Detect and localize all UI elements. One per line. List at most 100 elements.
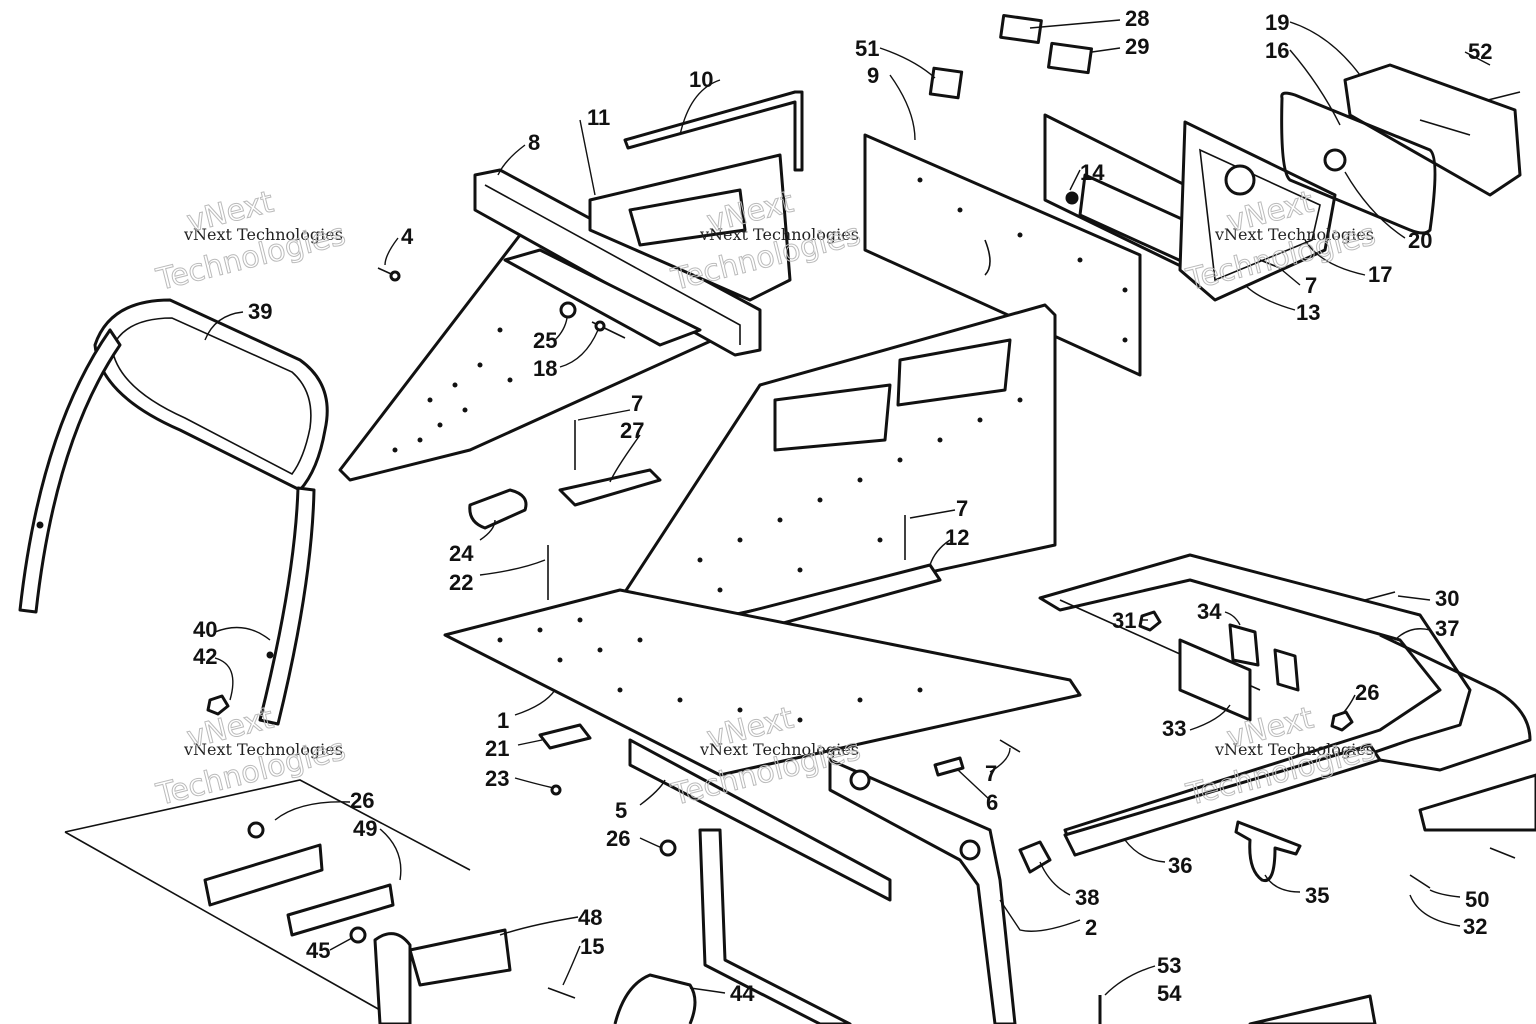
bracket-48 — [203, 843, 324, 907]
watermark-4-small: vNext Technologies — [183, 740, 343, 759]
callout-7-low: 7 — [985, 761, 997, 786]
rear-body-shell — [1379, 633, 1536, 832]
screw-52 — [1487, 91, 1521, 101]
leader-lines — [204, 19, 1491, 996]
slider-21 — [538, 723, 592, 750]
callout-40: 40 — [193, 617, 217, 642]
screw-7-right — [1259, 259, 1281, 269]
panel-54 — [1248, 994, 1377, 1024]
callout-36: 36 — [1168, 853, 1192, 878]
callout-27: 27 — [620, 418, 644, 443]
nut-42 — [206, 694, 230, 716]
callout-9: 9 — [867, 63, 879, 88]
callout-20: 20 — [1408, 228, 1432, 253]
callout-14: 14 — [1080, 160, 1105, 185]
callout-52: 52 — [1468, 39, 1492, 64]
callout-37: 37 — [1435, 616, 1459, 641]
watermark-1-small: vNext Technologies — [183, 225, 343, 244]
decal-29 — [1047, 41, 1093, 75]
callout-35: 35 — [1305, 883, 1329, 908]
callout-labels: 1 2 4 5 6 7 7 7 7 8 9 10 11 12 13 14 15 … — [193, 6, 1492, 1006]
screw-32 — [1409, 874, 1431, 889]
callout-10: 10 — [689, 67, 713, 92]
callout-51: 51 — [855, 36, 879, 61]
callout-21: 21 — [485, 736, 509, 761]
vented-panel — [588, 153, 792, 302]
callout-44: 44 — [730, 981, 755, 1006]
callout-16: 16 — [1265, 38, 1289, 63]
callout-25: 25 — [533, 328, 557, 353]
backrest-frame — [18, 328, 316, 726]
backrest-pad — [93, 298, 329, 492]
callout-12: 12 — [945, 525, 969, 550]
callout-22: 22 — [449, 570, 473, 595]
nut-31 — [1138, 610, 1162, 632]
callout-11: 11 — [587, 105, 610, 130]
callout-42: 42 — [193, 644, 217, 669]
handle-44 — [613, 973, 697, 1024]
callout-6: 6 — [986, 790, 998, 815]
callout-1: 1 — [497, 708, 509, 733]
trim-strip — [623, 90, 804, 172]
screw-50 — [1489, 847, 1516, 859]
callout-23: 23 — [485, 766, 509, 791]
side-plate — [608, 303, 1057, 637]
callout-48: 48 — [578, 905, 602, 930]
floor-panel — [443, 588, 1082, 777]
screw-15 — [547, 987, 576, 999]
callout-5: 5 — [615, 798, 627, 823]
callout-26-right: 26 — [1355, 680, 1379, 705]
main-frame — [828, 758, 1017, 1024]
lower-left-floor-outline — [64, 779, 471, 1011]
callout-26-left: 26 — [350, 788, 374, 813]
watermark-6-small: vNext Technologies — [1214, 740, 1374, 759]
callout-39: 39 — [248, 299, 272, 324]
lower-panel — [628, 738, 892, 1024]
callout-31: 31 — [1112, 608, 1136, 633]
callout-53: 53 — [1157, 953, 1181, 978]
screw-30 — [1364, 591, 1396, 601]
mount-bracket-15 — [408, 928, 512, 987]
callout-24: 24 — [449, 541, 474, 566]
decal-51 — [928, 66, 964, 100]
taillight-lens — [1343, 63, 1522, 197]
plug-38 — [1018, 840, 1052, 874]
callout-18: 18 — [533, 356, 557, 381]
nut-26-mid — [659, 839, 677, 857]
callout-50: 50 — [1465, 887, 1489, 912]
bracket-33 — [1178, 638, 1252, 722]
callout-29: 29 — [1125, 34, 1149, 59]
callout-15: 15 — [580, 934, 604, 959]
callout-26-mid: 26 — [606, 826, 630, 851]
nut-45 — [349, 926, 367, 944]
callout-49: 49 — [353, 816, 377, 841]
bracket-34b — [1273, 648, 1300, 692]
callout-28: 28 — [1125, 6, 1149, 31]
hinge-block-24 — [468, 488, 528, 530]
callout-30: 30 — [1435, 586, 1459, 611]
callout-45: 45 — [306, 938, 330, 963]
callout-7-upper: 7 — [631, 391, 643, 416]
watermark-3-small: vNext Technologies — [1214, 225, 1374, 244]
spacer-49 — [286, 883, 395, 937]
bulb-20 — [1323, 148, 1347, 172]
lens-bracket — [1178, 120, 1337, 302]
callout-8: 8 — [528, 130, 540, 155]
seat-pan-frame — [1038, 553, 1472, 857]
callout-19: 19 — [1265, 10, 1289, 35]
screw-7-low — [999, 739, 1021, 753]
clip-27 — [558, 468, 662, 507]
callout-17: 17 — [1368, 262, 1392, 287]
callout-2: 2 — [1085, 915, 1097, 940]
pivot-arm — [373, 932, 412, 1024]
rear-panel — [863, 133, 1142, 377]
nut-26-left — [247, 821, 265, 839]
decal-28 — [999, 13, 1043, 45]
watermark-2-small: vNext Technologies — [699, 225, 859, 244]
gasket-16 — [1280, 91, 1437, 235]
watermark-5-small: vNext Technologies — [699, 740, 859, 759]
callout-7-mid: 7 — [956, 496, 968, 521]
bracket-34 — [1228, 623, 1260, 667]
callout-4: 4 — [401, 224, 414, 249]
